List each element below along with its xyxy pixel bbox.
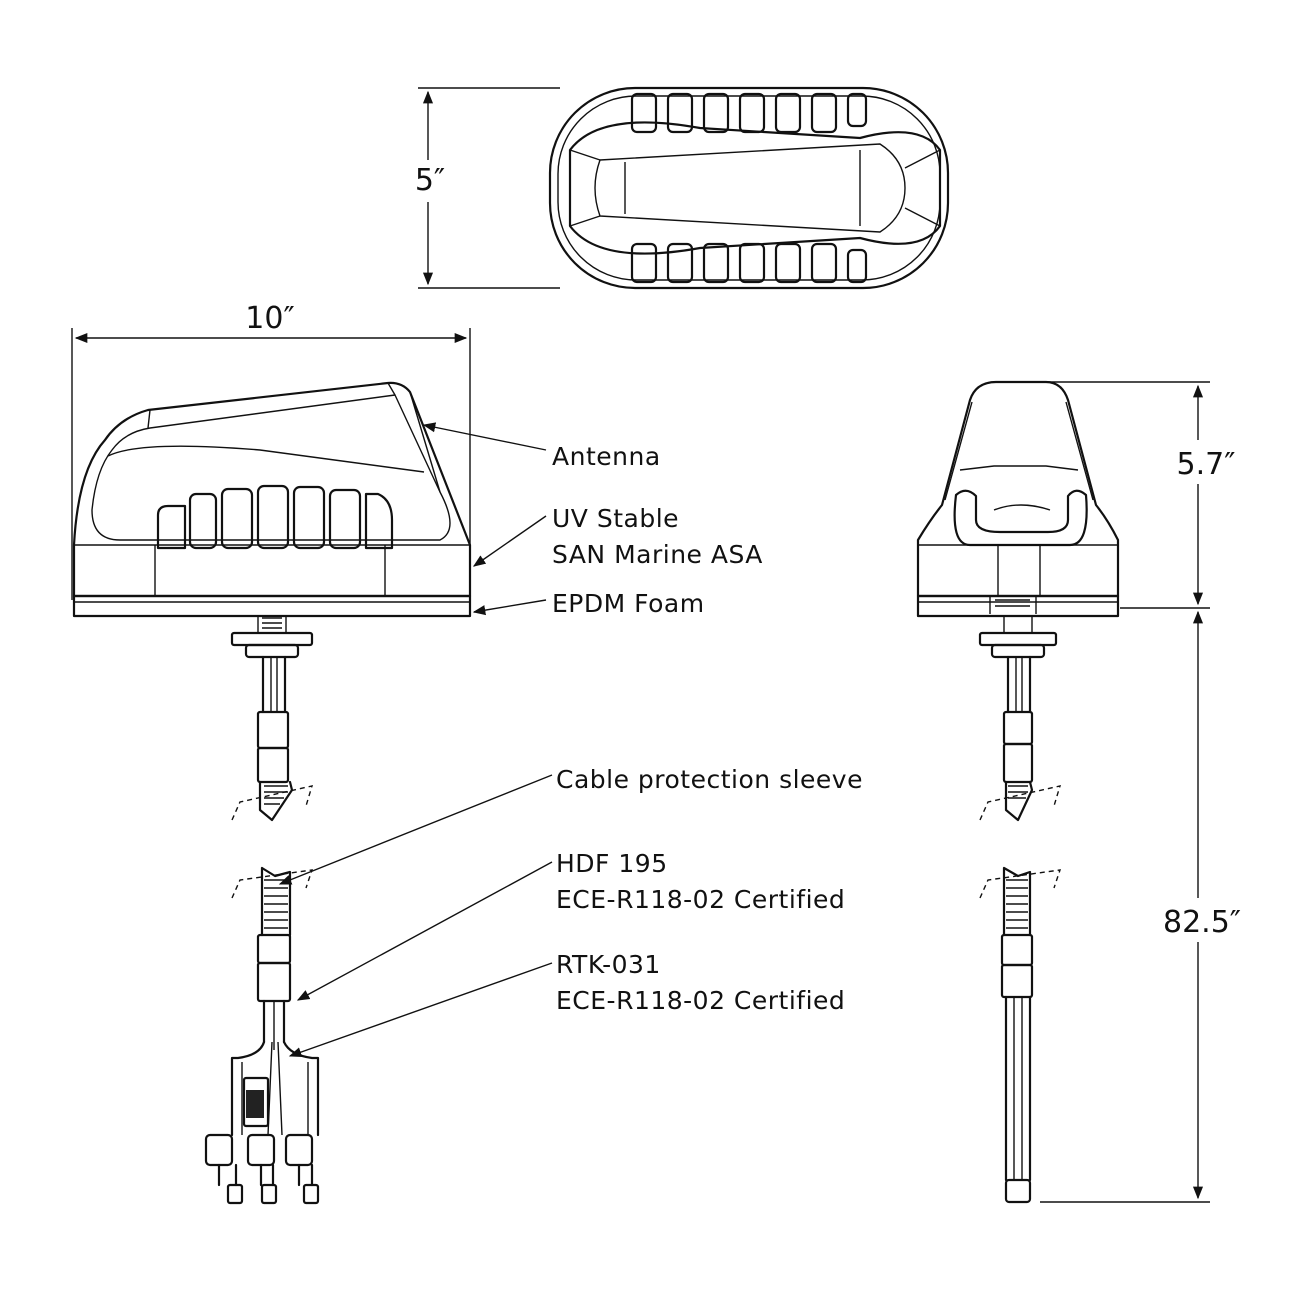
callouts: Antenna UV Stable SAN Marine ASA EPDM Fo…: [278, 422, 863, 1057]
top-ribs-upper: [630, 92, 868, 134]
label-uv-stable: UV Stable: [552, 504, 679, 533]
front-ribs: [156, 484, 394, 550]
label-rtk-cert: ECE-R118-02 Certified: [556, 986, 845, 1015]
top-view: 5″: [404, 86, 950, 290]
label-san-marine: SAN Marine ASA: [552, 540, 763, 569]
label-rtk-031: RTK-031: [556, 950, 661, 979]
dim-cable-length: 82.5″: [1163, 905, 1241, 940]
dim-side-height: 5.7″: [1177, 447, 1236, 482]
top-ribs-lower: [630, 242, 868, 284]
label-cable-sleeve: Cable protection sleeve: [556, 765, 863, 794]
side-view: 5.7″ 82.5″: [916, 380, 1256, 1204]
label-antenna: Antenna: [552, 442, 661, 471]
front-view: 10″: [71, 301, 472, 1205]
dim-top-height: 5″: [415, 163, 445, 198]
label-epdm-foam: EPDM Foam: [552, 589, 705, 618]
label-hdf-cert: ECE-R118-02 Certified: [556, 885, 845, 914]
label-hdf-195: HDF 195: [556, 849, 668, 878]
dim-front-width: 10″: [245, 301, 294, 336]
